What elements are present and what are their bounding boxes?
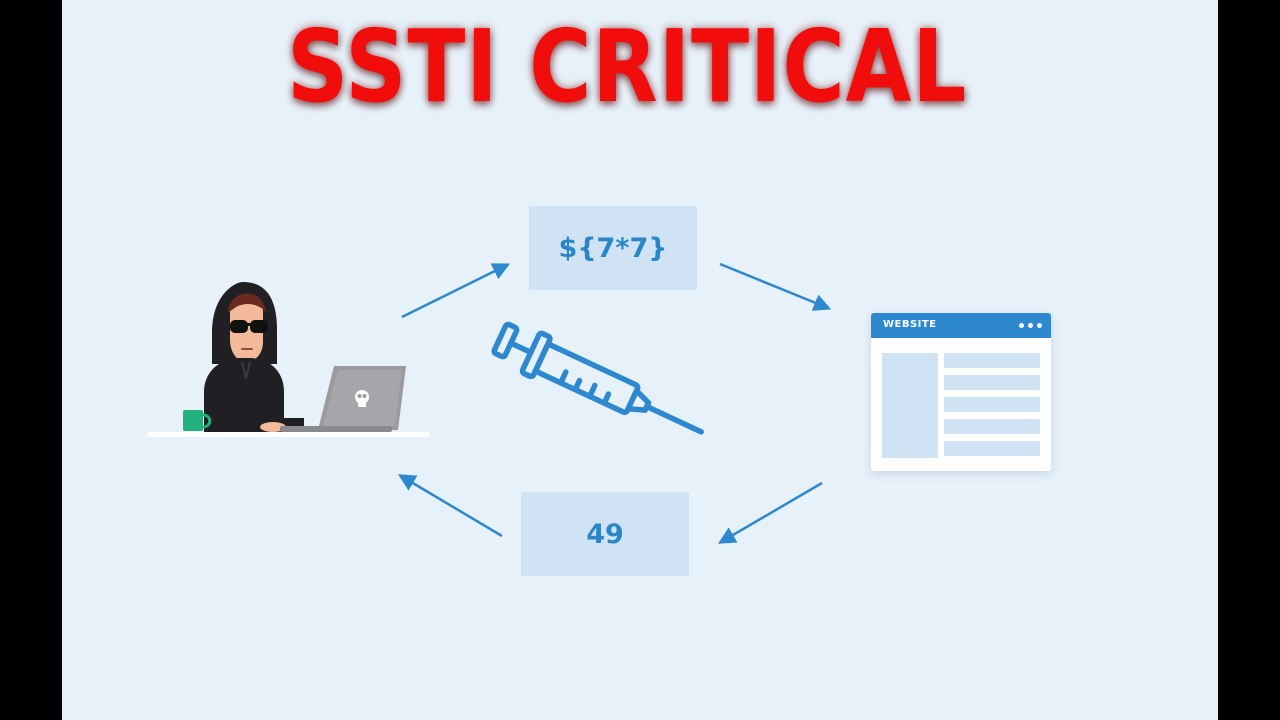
three-dots-icon-dot <box>1037 323 1042 328</box>
response-value-box: 49 <box>521 492 689 576</box>
skull-icon <box>355 390 369 407</box>
diagram-canvas: SSTI CRITICAL <box>62 0 1218 720</box>
website-content-row <box>944 419 1040 434</box>
sunglasses <box>230 320 248 333</box>
face <box>230 296 263 362</box>
website-sidebar-block <box>882 353 938 458</box>
arrow-website-to-response <box>717 481 823 544</box>
hoodie <box>204 358 284 432</box>
website-content-row <box>944 397 1040 412</box>
website-content-row <box>944 353 1040 368</box>
laptop <box>318 366 406 430</box>
arrow-attacker-to-payload <box>401 263 511 319</box>
website-content-row <box>944 375 1040 390</box>
website-label: WEBSITE <box>883 319 937 330</box>
coffee-mug-icon <box>183 410 212 431</box>
desk <box>148 432 430 437</box>
three-dots-icon-dot <box>1028 323 1033 328</box>
request-payload-text: ${7*7} <box>558 232 668 264</box>
website-titlebar: WEBSITE <box>871 313 1051 338</box>
hood <box>212 282 277 364</box>
hand <box>260 422 286 432</box>
response-value-text: 49 <box>586 518 624 550</box>
arrow-payload-to-website <box>719 262 832 311</box>
website-window: WEBSITE <box>871 313 1051 471</box>
title: SSTI CRITICAL <box>287 8 968 125</box>
request-payload-box: ${7*7} <box>529 206 697 290</box>
website-content-row <box>944 441 1040 456</box>
three-dots-icon <box>1019 323 1024 328</box>
arrow-response-to-attacker <box>397 474 503 538</box>
